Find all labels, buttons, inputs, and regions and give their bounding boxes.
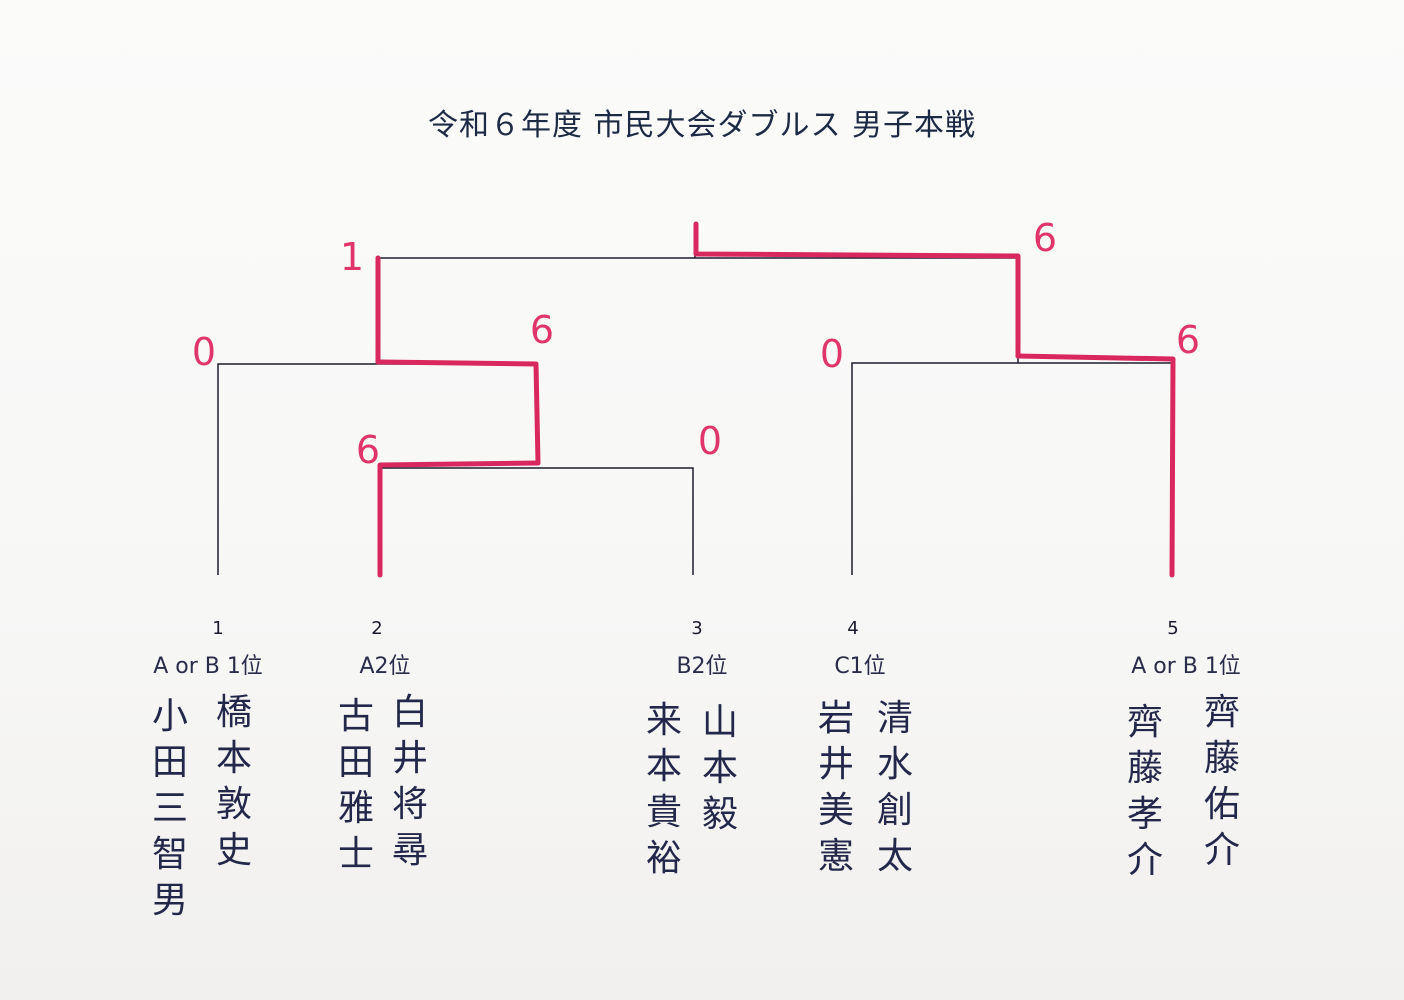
team4-qualifier: C1位 — [834, 654, 886, 679]
team3-seed: 3 — [691, 618, 703, 639]
score-match1-left: 6 — [355, 428, 381, 472]
score-match3-right: 6 — [1175, 318, 1201, 362]
team1-player2: 橋本敦史 — [215, 692, 252, 871]
winner-path-5-up — [693, 221, 1021, 359]
team4-seed: 4 — [847, 618, 859, 639]
team2-seed: 2 — [371, 618, 383, 639]
team1-player1: 小田三智男 — [151, 696, 188, 921]
team2-player2: 白井将尋 — [391, 692, 428, 871]
score-final-right: 6 — [1032, 216, 1058, 260]
line-final — [377, 257, 1019, 364]
winner-path-2-up — [375, 359, 541, 466]
page-title: 令和６年度 市民大会ダブルス 男子本戦 — [427, 108, 977, 143]
score-match3-left: 0 — [819, 332, 845, 376]
team4-player1: 岩井美憲 — [817, 698, 854, 877]
team3-player2: 山本毅 — [701, 702, 738, 835]
score-match2-left: 0 — [191, 330, 217, 374]
team5-player1: 齊藤孝介 — [1126, 702, 1163, 881]
line-match-4v5 — [851, 362, 1173, 575]
team3-qualifier: B2位 — [676, 654, 728, 679]
team1-seed: 1 — [212, 618, 224, 639]
score-match2-right: 6 — [529, 308, 555, 352]
team5-player2: 齊藤佑介 — [1203, 692, 1240, 871]
winner-path — [375, 221, 1176, 578]
team5-qualifier: A or B 1位 — [1131, 654, 1241, 679]
team2-player1: 古田雅士 — [337, 696, 374, 875]
winner-path-team5 — [1015, 353, 1176, 578]
team1-qualifier: A or B 1位 — [153, 654, 263, 679]
team3-player1: 来本貴裕 — [645, 700, 682, 879]
winner-path-team2 — [377, 460, 541, 578]
line-match-2v3 — [379, 467, 694, 575]
team5-seed: 5 — [1167, 618, 1179, 639]
team2-qualifier: A2位 — [359, 654, 411, 679]
score-final-left: 1 — [339, 235, 365, 279]
score-match1-right: 0 — [697, 419, 723, 463]
team4-player2: 清水創太 — [876, 698, 913, 877]
